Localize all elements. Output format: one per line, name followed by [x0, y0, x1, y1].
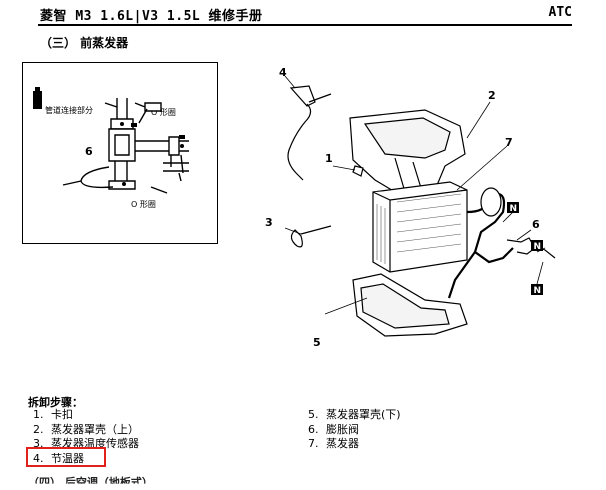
section-code: ATC	[548, 5, 572, 20]
pipe-connection-drawing: 管道连接部分 O 形圈 O 形圈 6	[33, 87, 189, 209]
exploded-view-drawing: N N N 4 2 1 7 3 6 5	[265, 66, 556, 349]
step-item: 6.膨胀阀	[308, 422, 359, 436]
n-marker-group: N N N	[507, 202, 543, 296]
callout-3: 3	[265, 216, 273, 229]
inset-callout-6: 6	[85, 145, 93, 158]
callout-4: 4	[279, 66, 287, 79]
next-section-title: （四） 后空调（地板式）	[28, 476, 153, 489]
step-item: 3.蒸发器温度传感器	[33, 437, 139, 450]
o-ring-label-bottom: O 形圈	[131, 200, 156, 209]
step-item: 1.卡扣	[33, 408, 73, 421]
svg-text:N: N	[534, 242, 542, 252]
callout-7: 7	[505, 136, 513, 149]
o-ring-label-top: O 形圈	[151, 108, 176, 117]
step-item: 4.节温器	[33, 451, 84, 465]
section-title: （三） 前蒸发器	[40, 36, 129, 50]
svg-text:N: N	[534, 286, 542, 296]
pipe-connection-inset: 管道连接部分 O 形圈 O 形圈 6	[22, 62, 218, 244]
step-item: 7.蒸发器	[308, 437, 359, 450]
page-header: 菱智 M3 1.6L|V3 1.5L 维修手册 ATC	[0, 0, 606, 26]
svg-text:N: N	[510, 204, 518, 214]
step-item: 2.蒸发器罩壳（上）	[33, 422, 139, 436]
evaporator-exploded-view: N N N 4 2 1 7 3 6 5	[245, 62, 590, 362]
removal-steps-title: 拆卸步骤：	[28, 396, 83, 409]
callout-2: 2	[488, 89, 496, 102]
step-item: 5.蒸发器罩壳(下)	[308, 408, 401, 421]
manual-title: 菱智 M3 1.6L|V3 1.5L 维修手册	[40, 9, 263, 24]
highlight-box	[26, 447, 106, 467]
callout-5: 5	[313, 336, 321, 349]
callout-6: 6	[532, 218, 540, 231]
removal-steps-right: 5.蒸发器罩壳(下) 6.膨胀阀 7.蒸发器	[308, 408, 401, 452]
header-rule	[38, 24, 572, 26]
callout-1: 1	[325, 152, 333, 165]
removal-steps-left: 1.卡扣 2.蒸发器罩壳（上） 3.蒸发器温度传感器 4.节温器	[33, 408, 139, 466]
pipe-connection-label: 管道连接部分	[45, 105, 93, 115]
oil-can-icon	[33, 87, 42, 109]
